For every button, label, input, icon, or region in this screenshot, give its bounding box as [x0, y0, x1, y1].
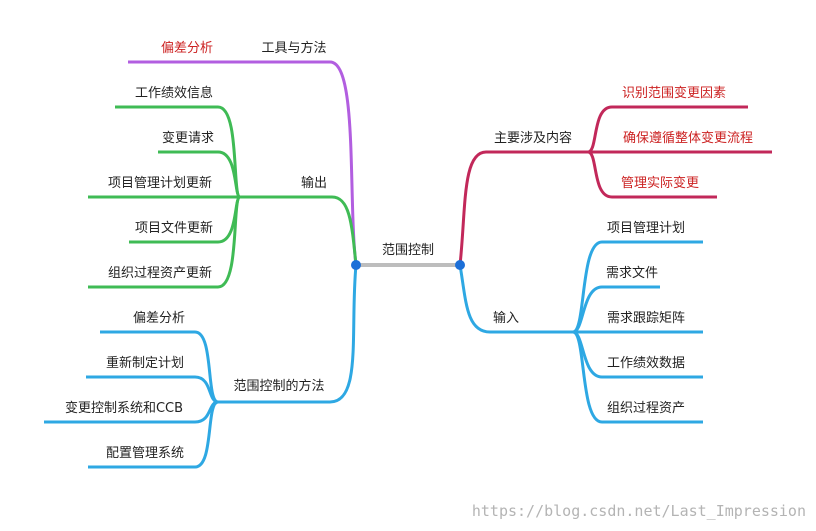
inputs-leaf-5 [572, 330, 703, 424]
content-leaf-3 [587, 150, 717, 199]
inputs-label: 输入 [493, 310, 519, 326]
methods-connector [218, 264, 358, 404]
outputs-leaf-5 [88, 195, 242, 289]
outputs-label: 输出 [301, 175, 327, 191]
inputs-connector [458, 264, 573, 334]
outputs-item-2: 变更请求 [162, 130, 214, 146]
content-connector [458, 150, 588, 266]
outputs-item-4: 项目文件更新 [135, 220, 213, 236]
tools-connector [220, 60, 358, 266]
methods-item-3: 变更控制系统和CCB [65, 400, 183, 416]
outputs-item-3: 项目管理计划更新 [108, 175, 212, 191]
inputs-item-3: 需求跟踪矩阵 [607, 311, 685, 326]
methods-item-1: 偏差分析 [133, 311, 185, 326]
inputs-item-2: 需求文件 [606, 266, 658, 281]
left-node [351, 260, 361, 270]
branch-methods: 范围控制的方法 偏差分析 重新制定计划 变更控制系统和CCB 配置管理系统 [44, 264, 358, 469]
methods-leaf-4 [88, 400, 219, 469]
methods-item-4: 配置管理系统 [106, 446, 184, 461]
outputs-connector [240, 195, 358, 266]
inputs-item-1: 项目管理计划 [607, 221, 685, 236]
content-label: 主要涉及内容 [494, 130, 572, 146]
outputs-item-5: 组织过程资产更新 [108, 265, 212, 281]
content-leaf-1 [587, 105, 748, 154]
tools-label: 工具与方法 [261, 40, 326, 56]
branch-content: 主要涉及内容 识别范围变更因素 确保遵循整体变更流程 管理实际变更 [458, 85, 772, 266]
branch-inputs: 输入 项目管理计划 需求文件 需求跟踪矩阵 工作绩效数据 组织过程资产 [458, 221, 703, 424]
tools-item-variance-analysis: 偏差分析 [161, 41, 213, 56]
content-item-1: 识别范围变更因素 [622, 85, 726, 101]
content-item-2: 确保遵循整体变更流程 [623, 130, 753, 146]
inputs-item-4: 工作绩效数据 [607, 356, 685, 371]
branch-outputs: 输出 工作绩效信息 变更请求 项目管理计划更新 项目文件更新 组织过程资产更新 [88, 85, 358, 289]
methods-item-2: 重新制定计划 [106, 355, 184, 371]
right-node [455, 260, 465, 270]
methods-label: 范围控制的方法 [233, 378, 324, 394]
inputs-leaf-2 [572, 285, 660, 334]
outputs-item-1: 工作绩效信息 [135, 85, 213, 101]
content-item-3: 管理实际变更 [621, 175, 699, 191]
center-label: 范围控制 [382, 243, 434, 258]
watermark: https://blog.csdn.net/Last_Impression [472, 502, 806, 520]
outputs-leaf-2 [158, 150, 242, 199]
inputs-item-5: 组织过程资产 [607, 401, 685, 416]
methods-leaf-2 [86, 375, 219, 404]
